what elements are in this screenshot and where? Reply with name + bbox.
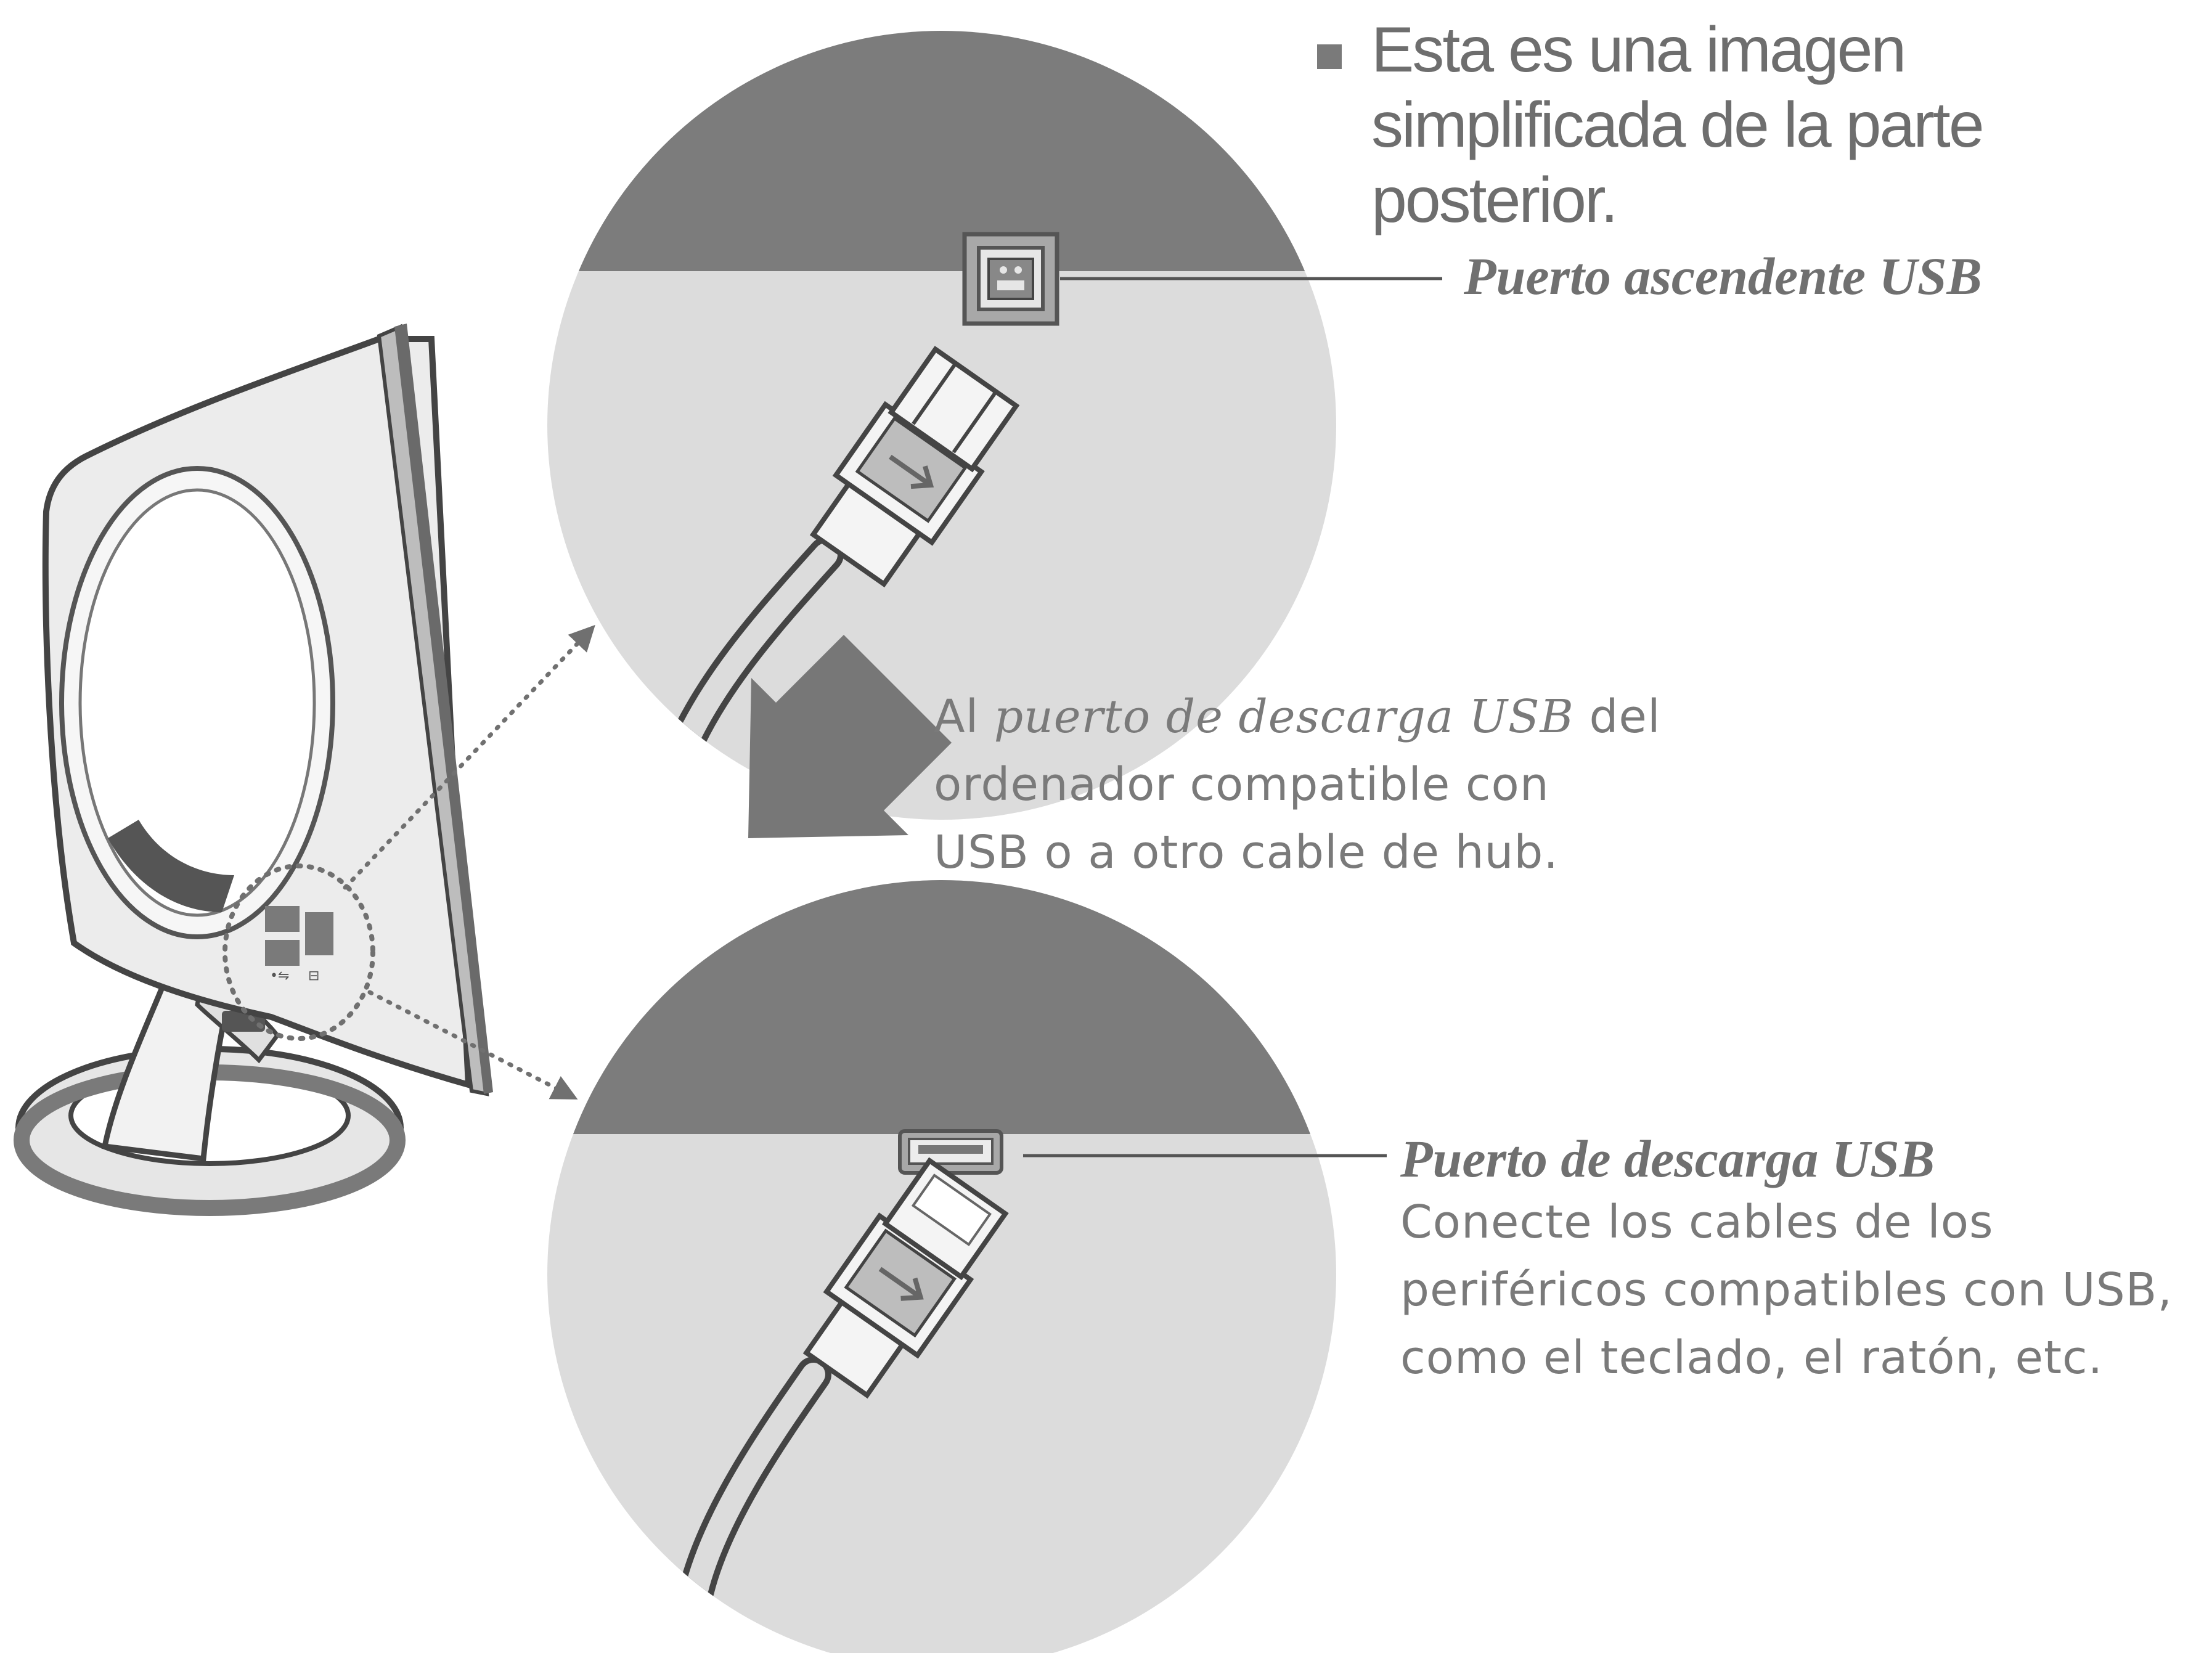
usb-type-a-plug: [679, 1157, 1009, 1608]
direction-arrow: [748, 635, 952, 838]
usb-type-a-port: [898, 1129, 1003, 1175]
downstream-caption-line2: periféricos compatibles con USB,: [1400, 1263, 2173, 1316]
bullet-square-icon: [1317, 44, 1342, 69]
svg-text:⊟: ⊟: [308, 968, 319, 984]
port-highlight-circle: [222, 863, 375, 1041]
middle-caption: Al puerto de descarga USB del ordenador …: [934, 683, 1661, 886]
middle-caption-line3: USB o a otro cable de hub.: [934, 826, 1559, 879]
rear-port-cluster: •⇋ ⊟: [265, 906, 333, 984]
downstream-port-label: Puerto de descarga USB: [1400, 1129, 1935, 1188]
usb-type-b-port: [962, 232, 1059, 326]
downstream-caption: Conecte los cables de los periféricos co…: [1400, 1188, 2173, 1392]
note-text: Esta es una imagen simplificada de la pa…: [1371, 14, 1985, 236]
middle-caption-line2: ordenador compatible con: [934, 758, 1549, 811]
upstream-port-label: Puerto ascendente USB: [1464, 247, 1982, 306]
svg-text:•⇋: •⇋: [270, 968, 289, 984]
simplified-image-note: Esta es una imagen simplificada de la pa…: [1310, 12, 2210, 238]
upstream-port-circle: [547, 31, 1336, 820]
dotted-leader-arrows: [343, 624, 595, 1100]
monitor-rear-illustration: •⇋ ⊟: [14, 324, 493, 1216]
downstream-port-circle: [547, 880, 1336, 1653]
middle-caption-line1: Al puerto de descarga USB del: [934, 690, 1661, 743]
downstream-caption-line3: como el teclado, el ratón, etc.: [1400, 1331, 2104, 1384]
downstream-caption-line1: Conecte los cables de los: [1400, 1196, 1994, 1249]
